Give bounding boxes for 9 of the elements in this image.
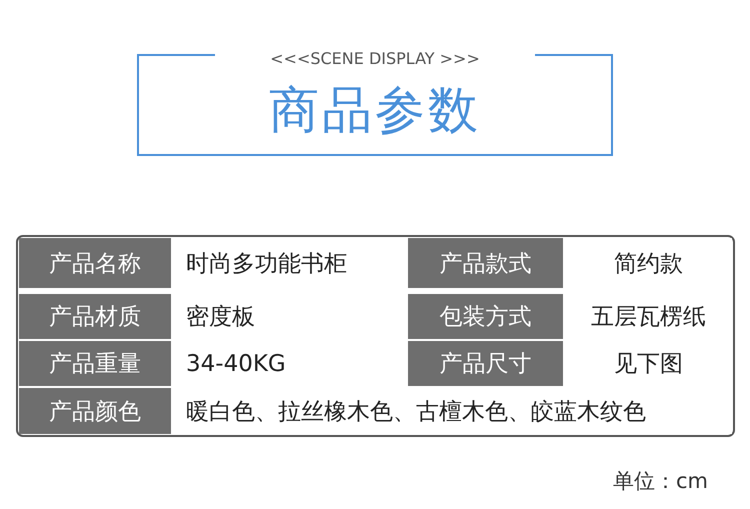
header-cell: 产品颜色 bbox=[19, 388, 171, 434]
header-cell: 产品材质 bbox=[19, 294, 171, 339]
header-cell: 产品重量 bbox=[19, 341, 171, 386]
header-cell: 产品款式 bbox=[408, 238, 563, 288]
page-title: 商品参数 bbox=[268, 80, 482, 140]
header-cell: 包装方式 bbox=[408, 294, 563, 339]
header-cell: 产品尺寸 bbox=[408, 341, 563, 386]
header-cell: 产品名称 bbox=[19, 238, 171, 288]
unit-note: 单位：cm bbox=[612, 468, 708, 495]
